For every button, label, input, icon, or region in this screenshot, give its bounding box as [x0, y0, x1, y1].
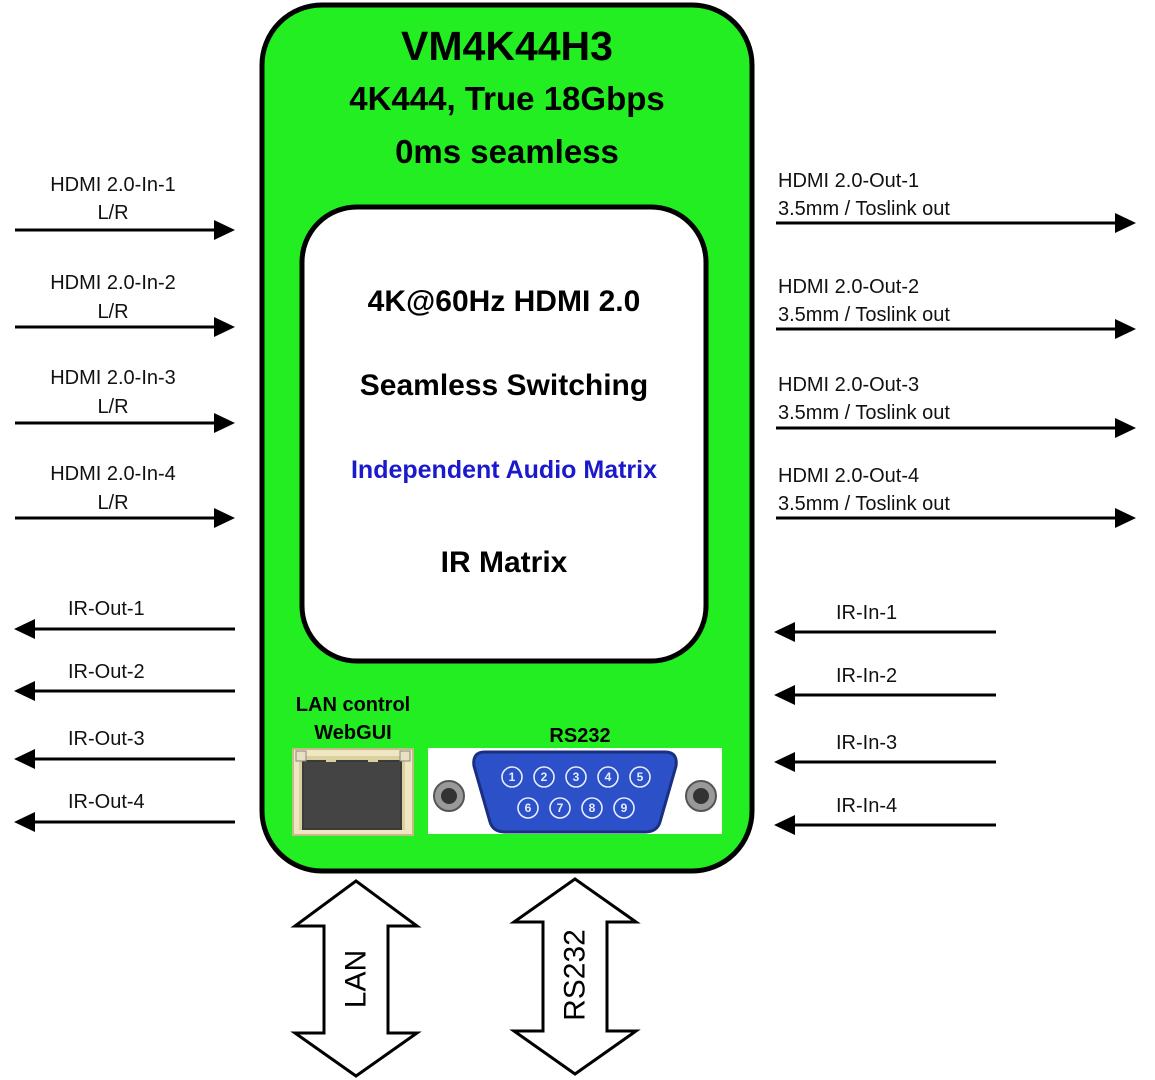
- hdmi-out-2-arrowhead: [1115, 319, 1136, 339]
- hdmi-out-1-audio: 3.5mm / Toslink out: [778, 198, 950, 220]
- hdmi-out-4-name: HDMI 2.0-Out-4: [778, 465, 920, 487]
- webgui-label: WebGUI: [314, 722, 392, 744]
- hdmi-out-4-arrowhead: [1115, 508, 1136, 528]
- ir-in-2-label: IR-In-2: [836, 665, 898, 687]
- db9-pin-4: 4: [605, 770, 612, 784]
- db9-pin-8: 8: [589, 801, 596, 815]
- hdmi-in-2-audio: L/R: [97, 301, 129, 323]
- hdmi-out-2-audio: 3.5mm / Toslink out: [778, 304, 950, 326]
- core-line-hdmi: 4K@60Hz HDMI 2.0: [367, 285, 641, 318]
- ir-out-4-label: IR-Out-4: [68, 791, 145, 813]
- db9-pin-1: 1: [509, 770, 516, 784]
- hdmi-in-4-name: HDMI 2.0-In-4: [50, 463, 176, 485]
- db9-pin-numbers: 1 2 3 4 5 6 7 8 9: [509, 770, 644, 815]
- rj45-port-icon: [292, 748, 414, 836]
- ir-out-4-arrowhead: [14, 812, 35, 832]
- hdmi-out-1-name: HDMI 2.0-Out-1: [778, 170, 920, 192]
- device-model-title: VM4K44H3: [401, 23, 613, 69]
- ir-in-1-label: IR-In-1: [836, 602, 898, 624]
- ir-in-3-label: IR-In-3: [836, 732, 898, 754]
- hdmi-out-1-arrowhead: [1115, 213, 1136, 233]
- hdmi-in-3-audio: L/R: [97, 396, 129, 418]
- ir-out-2-arrowhead: [14, 681, 35, 701]
- db9-pin-5: 5: [637, 770, 644, 784]
- hdmi-output-arrows: [776, 213, 1136, 528]
- lan-link-label: LAN: [340, 950, 373, 1008]
- hdmi-in-1-audio: L/R: [97, 202, 129, 224]
- hdmi-in-1-name: HDMI 2.0-In-1: [50, 174, 176, 196]
- lan-double-arrow: [290, 879, 422, 1078]
- hdmi-in-2-name: HDMI 2.0-In-2: [50, 272, 176, 294]
- ir-output-arrows: [14, 619, 235, 832]
- hdmi-in-3-name: HDMI 2.0-In-3: [50, 367, 176, 389]
- hdmi-in-1-arrowhead: [214, 220, 235, 240]
- hdmi-out-4-audio: 3.5mm / Toslink out: [778, 493, 950, 515]
- ir-out-1-arrowhead: [14, 619, 35, 639]
- hdmi-out-3-arrowhead: [1115, 418, 1136, 438]
- rs232-port-label: RS232: [549, 725, 611, 747]
- ir-out-1-label: IR-Out-1: [68, 598, 145, 620]
- device-subtitle: 4K444, True 18Gbps: [349, 80, 665, 117]
- lan-control-label: LAN control: [295, 694, 411, 716]
- ir-in-3-arrowhead: [774, 752, 795, 772]
- ir-out-3-arrowhead: [14, 749, 35, 769]
- ir-out-2-label: IR-Out-2: [68, 661, 145, 683]
- hdmi-in-4-arrowhead: [214, 508, 235, 528]
- db9-pin-9: 9: [621, 801, 628, 815]
- db9-pin-3: 3: [573, 770, 580, 784]
- hdmi-in-4-audio: L/R: [97, 492, 129, 514]
- ir-input-arrows: [774, 622, 996, 835]
- ir-in-2-arrowhead: [774, 685, 795, 705]
- hdmi-input-arrows: [15, 220, 235, 528]
- db9-pin-2: 2: [541, 770, 548, 784]
- db9-pins: [501, 766, 651, 819]
- ir-out-3-label: IR-Out-3: [68, 728, 145, 750]
- device-tagline: 0ms seamless: [395, 133, 619, 170]
- core-line-ir-matrix: IR Matrix: [440, 546, 568, 579]
- rs232-link-label: RS232: [559, 929, 592, 1021]
- ir-in-4-arrowhead: [774, 815, 795, 835]
- hdmi-in-3-arrowhead: [214, 413, 235, 433]
- db9-connector-icon: 1 2 3 4 5 6 7 8 9: [428, 748, 722, 834]
- core-line-audio-matrix: Independent Audio Matrix: [350, 456, 658, 484]
- hdmi-out-3-audio: 3.5mm / Toslink out: [778, 402, 950, 424]
- core-line-switching: Seamless Switching: [359, 369, 649, 402]
- hdmi-out-2-name: HDMI 2.0-Out-2: [778, 276, 920, 298]
- ir-in-4-label: IR-In-4: [836, 795, 898, 817]
- hdmi-in-2-arrowhead: [214, 317, 235, 337]
- db9-pin-7: 7: [557, 801, 564, 815]
- db9-pin-6: 6: [525, 801, 532, 815]
- rs232-double-arrow: [509, 877, 641, 1076]
- ir-in-1-arrowhead: [774, 622, 795, 642]
- core-box: [299, 204, 709, 664]
- hdmi-out-3-name: HDMI 2.0-Out-3: [778, 374, 920, 396]
